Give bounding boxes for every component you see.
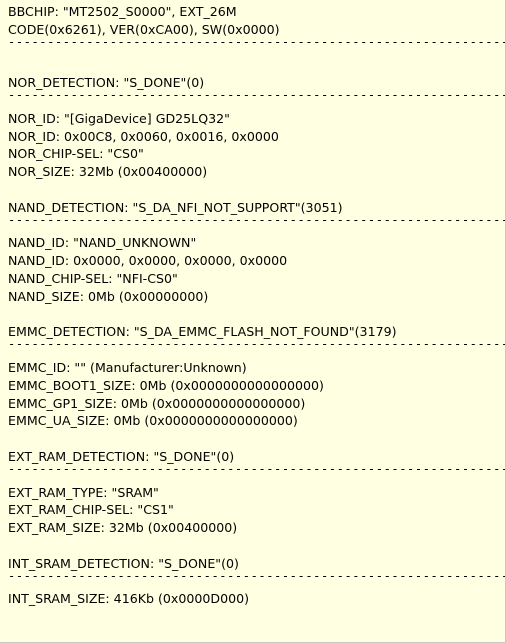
nor-id-hex-line: NOR_ID: 0x00C8, 0x0060, 0x0016, 0x0000 [8,128,279,144]
nand-id-hex-line: NAND_ID: 0x0000, 0x0000, 0x0000, 0x0000 [8,253,288,269]
ext-ram-size-line: EXT_RAM_SIZE: 32Mb (0x00400000) [8,520,238,536]
blank-line [8,56,505,74]
emmc-id-line: EMMC_ID: "" (Manufacturer:Unknown) [8,359,247,375]
nor-id-name-line: NOR_ID: "[GigaDevice] GD25LQ32" [8,110,230,126]
emmc-boot1-size-line: EMMC_BOOT1_SIZE: 0Mb (0x0000000000000000… [8,377,324,393]
separator-text: ----------------------------------------… [8,465,505,476]
separator: ----------------------------------------… [8,466,505,484]
ext-ram-chip-sel-line: EXT_RAM_CHIP-SEL: "CS1" [8,502,174,518]
nor-detection-line: NOR_DETECTION: "S_DONE"(0) [8,75,205,91]
bbchip-code-line: CODE(0x6261), VER(0xCA00), SW(0x0000) [8,21,280,37]
int-sram-detection-line: INT_SRAM_DETECTION: "S_DONE"(0) [8,555,239,571]
separator: ----------------------------------------… [8,92,505,110]
separator: ----------------------------------------… [8,217,505,235]
separator-text: ----------------------------------------… [8,38,505,49]
nand-size-line: NAND_SIZE: 0Mb (0x00000000) [8,288,209,304]
separator: ----------------------------------------… [8,39,505,57]
emmc-ua-size-line: EMMC_UA_SIZE: 0Mb (0x0000000000000000) [8,413,298,429]
blank-line [8,181,505,199]
separator-text: ----------------------------------------… [8,572,505,583]
separator: ----------------------------------------… [8,573,505,591]
emmc-gp1-size-line: EMMC_GP1_SIZE: 0Mb (0x0000000000000000) [8,395,306,411]
ext-ram-detection-line: EXT_RAM_DETECTION: "S_DONE"(0) [8,448,235,464]
separator-text: ----------------------------------------… [8,91,505,102]
separator: ----------------------------------------… [8,341,505,359]
blank-line [8,306,505,324]
nand-detection-line: NAND_DETECTION: "S_DA_NFI_NOT_SUPPORT"(3… [8,199,343,215]
nor-size-line: NOR_SIZE: 32Mb (0x00400000) [8,164,208,180]
bbchip-line: BBCHIP: "MT2502_S0000", EXT_26M [8,4,237,19]
emmc-detection-line: EMMC_DETECTION: "S_DA_EMMC_FLASH_NOT_FOU… [8,324,397,340]
separator-text: ----------------------------------------… [8,341,505,352]
int-sram-size-line: INT_SRAM_SIZE: 416Kb (0x0000D000) [8,591,250,607]
separator-text: ----------------------------------------… [8,216,505,227]
nand-id-name-line: NAND_ID: "NAND_UNKNOWN" [8,235,197,251]
blank-line [8,430,505,448]
ext-ram-type-line: EXT_RAM_TYPE: "SRAM" [8,484,159,500]
blank-line [8,537,505,555]
nor-chip-sel-line: NOR_CHIP-SEL: "CS0" [8,146,144,162]
nand-chip-sel-line: NAND_CHIP-SEL: "NFI-CS0" [8,270,178,286]
